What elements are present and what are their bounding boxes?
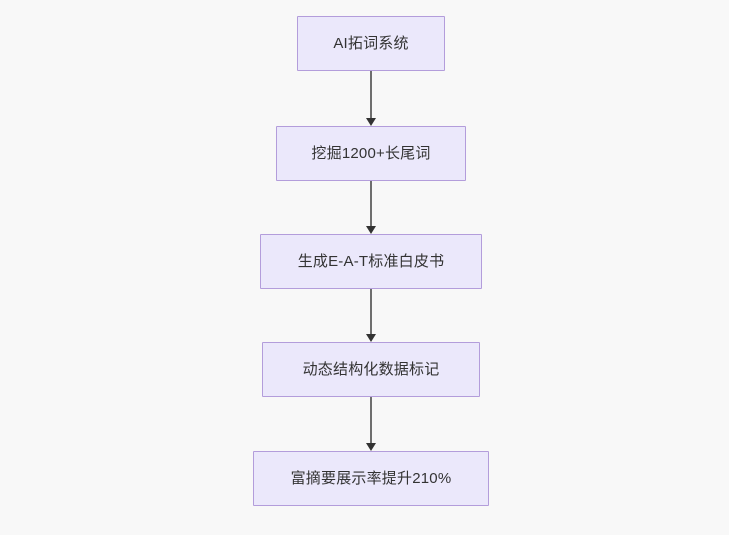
- node-label: 动态结构化数据标记: [302, 360, 440, 378]
- edge-line: [370, 397, 372, 443]
- node-label: 挖掘1200+长尾词: [311, 144, 431, 162]
- flowchart-node-rich-snippet-ctr-increase[interactable]: 富摘要展示率提升210%: [253, 451, 489, 506]
- flowchart-node-dynamic-structured-data-markup[interactable]: 动态结构化数据标记: [262, 342, 480, 397]
- node-label: AI拓词系统: [333, 34, 409, 52]
- flowchart-node-ai-keyword-system[interactable]: AI拓词系统: [297, 16, 445, 71]
- flowchart-node-generate-eat-whitepaper[interactable]: 生成E-A-T标准白皮书: [260, 234, 482, 289]
- edge-line: [370, 289, 372, 334]
- down-arrow-icon: [366, 118, 376, 126]
- down-arrow-icon: [366, 226, 376, 234]
- edge-line: [370, 71, 372, 118]
- flowchart-node-mine-longtail-keywords[interactable]: 挖掘1200+长尾词: [276, 126, 466, 181]
- node-label: 生成E-A-T标准白皮书: [297, 252, 445, 270]
- down-arrow-icon: [366, 334, 376, 342]
- edge-line: [370, 181, 372, 226]
- node-label: 富摘要展示率提升210%: [290, 469, 452, 487]
- down-arrow-icon: [366, 443, 376, 451]
